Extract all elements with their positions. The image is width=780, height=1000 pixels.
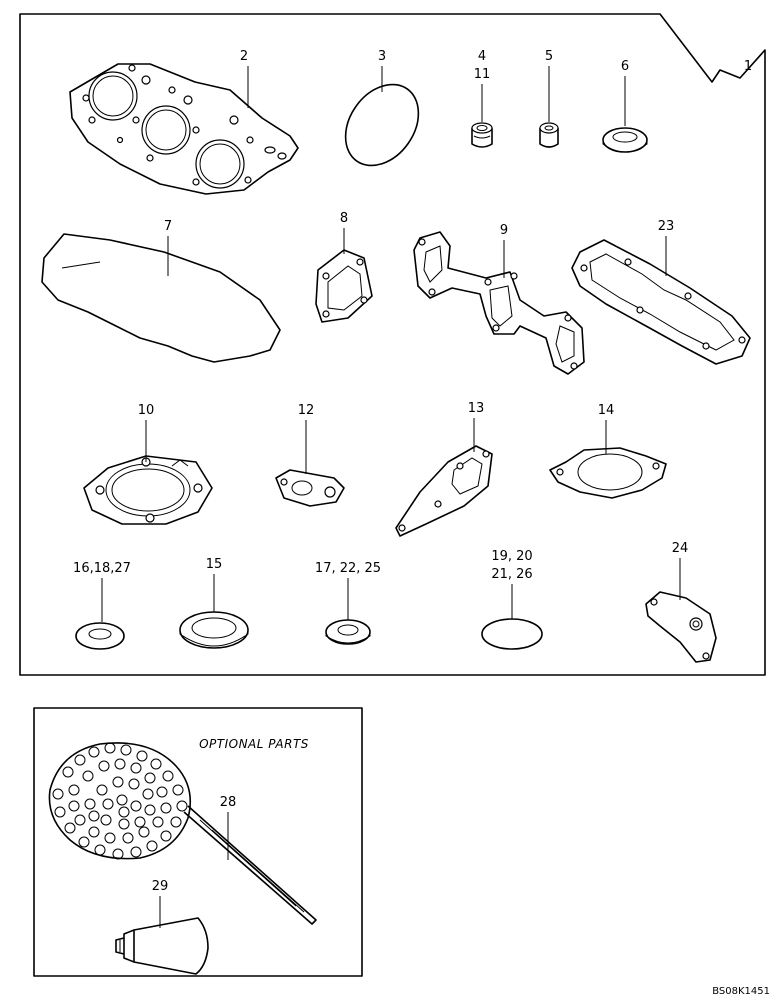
callout-15: 15: [206, 557, 223, 572]
callout-14: 14: [598, 403, 615, 418]
part-8-flange-gasket: [315, 249, 373, 323]
part-23-intake-gasket: [571, 239, 751, 365]
part-15-washer: [179, 611, 249, 649]
callout-4: 4: [478, 49, 486, 64]
part-3-o-ring: [344, 83, 420, 167]
part-2-head-gasket: [69, 63, 299, 195]
callout-9: 9: [500, 223, 508, 238]
part-24-cover-gasket: [645, 591, 717, 663]
part-5-sleeve: [539, 122, 559, 148]
part-14-oval-gasket: [549, 447, 667, 499]
part-7-cover-gasket: [41, 233, 281, 363]
part-29-tube: [115, 917, 209, 975]
callout-6: 6: [621, 59, 629, 74]
optional-parts-frame: [33, 707, 363, 977]
callout-12: 12: [298, 403, 315, 418]
part-12-oval-gasket: [275, 469, 345, 507]
drawing-code: BS08K1451: [712, 986, 770, 997]
callout-1: 1: [744, 59, 752, 74]
callout-3: 3: [378, 49, 386, 64]
callout-23: 23: [658, 219, 675, 234]
callout-5: 5: [545, 49, 553, 64]
part-16-washer: [75, 622, 125, 650]
callout-29: 29: [152, 879, 169, 894]
part-13-pump-gasket: [395, 445, 493, 537]
kit-frame: [19, 13, 766, 676]
callout-19-20: 19, 20: [491, 549, 532, 564]
part-4-valve-stem-seal: [471, 122, 493, 148]
callout-13: 13: [468, 401, 485, 416]
callout-7: 7: [164, 219, 172, 234]
callout-2: 2: [240, 49, 248, 64]
callout-28: 28: [220, 795, 237, 810]
callout-11: 11: [474, 67, 491, 82]
part-28-hone-brush: [48, 742, 317, 925]
callout-17-22-25: 17, 22, 25: [315, 561, 381, 576]
part-17-washer: [325, 619, 371, 645]
callout-10: 10: [138, 403, 155, 418]
part-10-round-gasket: [83, 455, 213, 525]
callout-16-18-27: 16,18,27: [73, 561, 131, 576]
callout-8: 8: [340, 211, 348, 226]
callout-24: 24: [672, 541, 689, 556]
callout-21-26: 21, 26: [491, 567, 532, 582]
optional-parts-title: OPTIONAL PARTS: [199, 737, 309, 751]
part-19-disc: [481, 618, 543, 650]
part-6-washer: [602, 127, 648, 153]
part-9-manifold-gasket: [413, 231, 585, 375]
